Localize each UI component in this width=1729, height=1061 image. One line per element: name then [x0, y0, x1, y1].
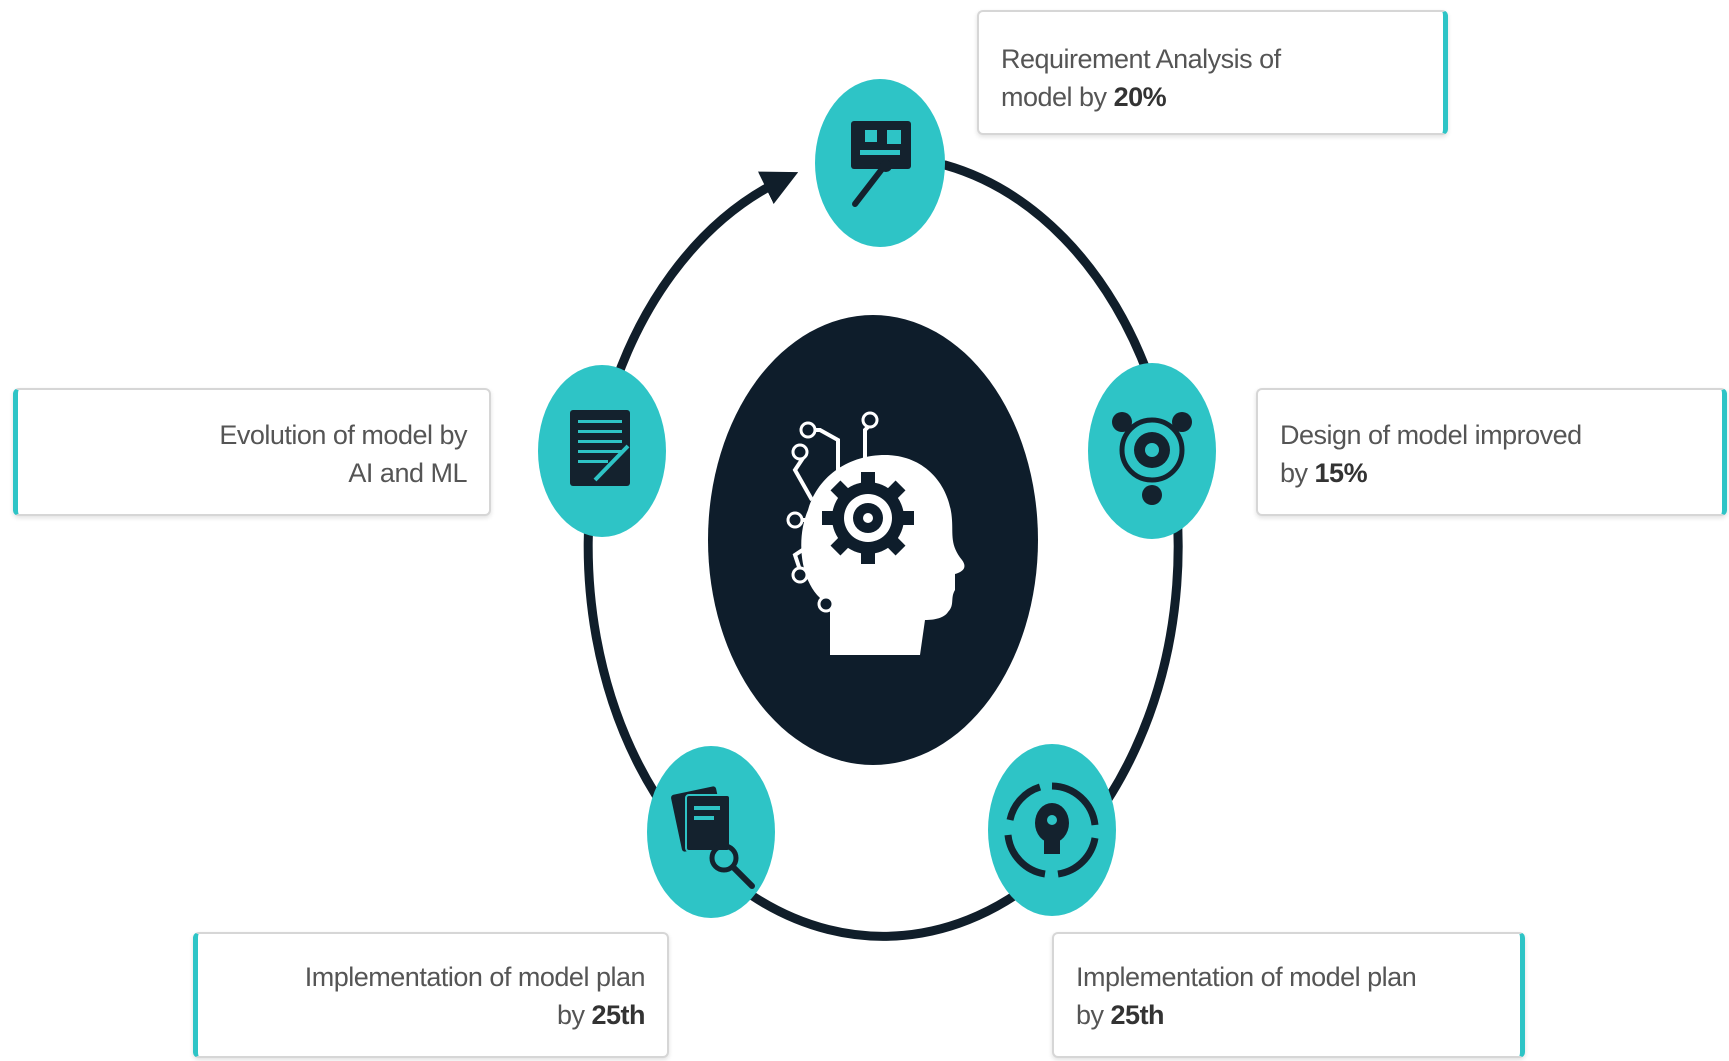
callout-implementation-right-line1: Implementation of model plan [1076, 962, 1417, 992]
node-implementation-left [647, 746, 775, 918]
callout-design-value: 15% [1314, 458, 1368, 488]
callout-implementation-left-prefix: by [556, 1000, 592, 1030]
node-implementation-right [988, 744, 1116, 916]
callout-requirement-prefix: model by [1001, 82, 1114, 112]
callout-requirement-value: 20% [1113, 82, 1167, 112]
callout-implementation-left-value: 25th [591, 1000, 645, 1030]
callout-requirement-line2: model by 20% [1001, 78, 1421, 116]
callout-requirement: Requirement Analysis of model by 20% [977, 10, 1448, 135]
callout-implementation-right-value: 25th [1110, 1000, 1165, 1030]
node-design [1088, 363, 1216, 539]
callout-evolution-line2: AI and ML [47, 454, 467, 492]
ai-head-gear-icon [786, 411, 965, 655]
callout-evolution-prefix: AI and ML [348, 458, 467, 488]
notepad-pen-icon [570, 410, 630, 486]
lightbulb-cycle-icon [1004, 782, 1099, 878]
callout-evolution: Evolution of model by AI and ML [13, 388, 491, 516]
document-search-icon [671, 786, 755, 889]
callout-requirement-line1: Requirement Analysis of [1001, 44, 1281, 74]
network-nodes-icon [1112, 412, 1192, 505]
node-requirement [815, 79, 945, 247]
callout-implementation-left-line2: by 25th [225, 996, 646, 1034]
callout-design-line2: by 15% [1280, 454, 1700, 492]
callout-implementation-right: Implementation of model plan by 25th [1052, 932, 1525, 1058]
callout-design-line1: Design of model improved [1280, 420, 1582, 450]
callout-implementation-left: Implementation of model plan by 25th [193, 932, 669, 1058]
callout-design-prefix: by [1280, 458, 1315, 488]
presentation-board-icon [851, 121, 911, 207]
callout-implementation-left-line1: Implementation of model plan [304, 962, 646, 992]
callout-design: Design of model improved by 15% [1256, 388, 1727, 516]
callout-implementation-right-prefix: by [1076, 1000, 1111, 1030]
callout-implementation-right-line2: by 25th [1076, 996, 1496, 1034]
node-evolution [538, 365, 666, 537]
callout-evolution-line1: Evolution of model by [219, 420, 467, 450]
